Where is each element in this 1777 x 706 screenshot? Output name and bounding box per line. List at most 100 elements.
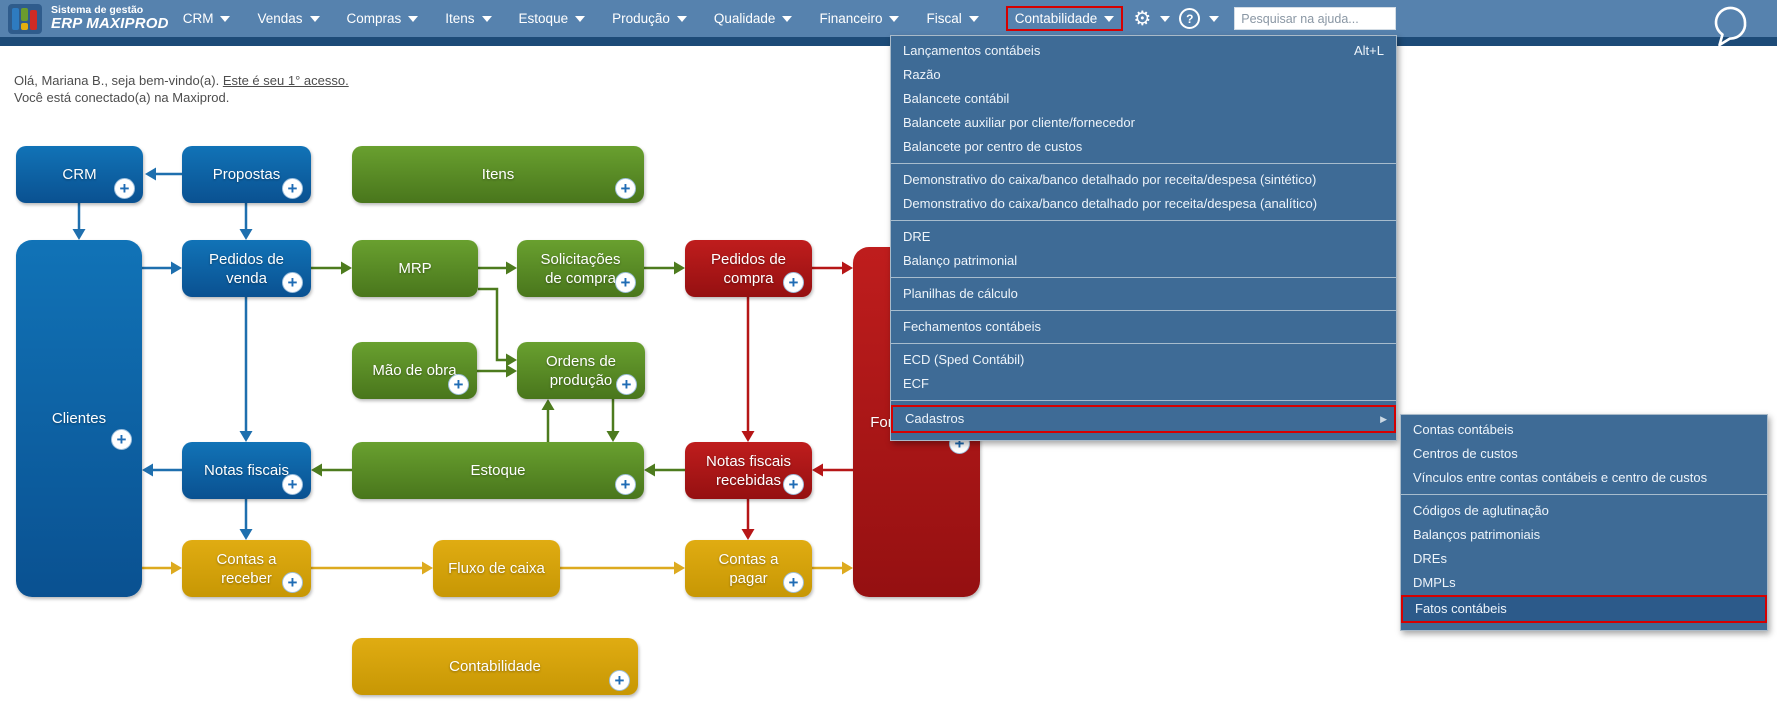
menu-item-balancete-auxiliar-por-cliente-fornecedor[interactable]: Balancete auxiliar por cliente/fornecedo… <box>891 111 1396 135</box>
flow-node-label: Mão de obra <box>372 362 457 379</box>
flow-node-contas-receber[interactable]: Contas a receber+ <box>182 540 311 597</box>
menu-item-label: DREs <box>1413 551 1447 566</box>
add-plus-icon[interactable]: + <box>615 474 636 495</box>
menu-label: Contabilidade <box>1014 11 1098 26</box>
first-access-link[interactable]: Este é seu 1° acesso. <box>222 73 349 88</box>
menu-item-label: Contas contábeis <box>1413 422 1514 437</box>
flow-node-label: Ordens de produção <box>545 352 617 389</box>
menu-group: Demonstrativo do caixa/banco detalhado p… <box>891 163 1396 220</box>
menu-item-cadastros[interactable]: Cadastros▶ <box>891 405 1396 433</box>
flow-node-label: Notas fiscais <box>203 462 290 479</box>
add-plus-icon[interactable]: + <box>282 474 303 495</box>
flow-node-notas-fiscais-recebidas[interactable]: Notas fiscais recebidas+ <box>685 442 812 499</box>
flow-node-propostas[interactable]: Propostas+ <box>182 146 311 203</box>
menu-item-centros-de-custos[interactable]: Centros de custos <box>1401 442 1767 466</box>
add-plus-icon[interactable]: + <box>609 670 630 691</box>
menu-contabilidade[interactable]: Contabilidade <box>1005 6 1124 31</box>
menu-item-balancete-por-centro-de-custos[interactable]: Balancete por centro de custos <box>891 135 1396 159</box>
flow-node-pedidos-venda[interactable]: Pedidos de venda+ <box>182 240 311 297</box>
menu-item-raz-o[interactable]: Razão <box>891 63 1396 87</box>
menu-fiscal[interactable]: Fiscal <box>926 11 979 26</box>
flow-node-label: Contas a pagar <box>718 550 779 587</box>
flow-node-pedidos-compra[interactable]: Pedidos de compra+ <box>685 240 812 297</box>
settings-chevron-down-icon[interactable] <box>1160 15 1171 22</box>
menu-produção[interactable]: Produção <box>612 11 687 26</box>
add-plus-icon[interactable]: + <box>615 272 636 293</box>
menu-group: ECD (Sped Contábil)ECF <box>891 343 1396 400</box>
flow-node-crm[interactable]: CRM+ <box>16 146 143 203</box>
add-plus-icon[interactable]: + <box>783 572 804 593</box>
flow-node-clientes[interactable]: Clientes+ <box>16 240 142 597</box>
logo-title: ERP MAXIPROD <box>51 15 169 33</box>
flow-node-fluxo-caixa[interactable]: Fluxo de caixa <box>433 540 560 597</box>
chevron-down-icon <box>782 15 793 22</box>
help-icon[interactable]: ? <box>1179 8 1201 29</box>
flow-node-ordens-producao[interactable]: Ordens de produção+ <box>517 342 645 399</box>
logo-icon <box>8 3 42 34</box>
add-plus-icon[interactable]: + <box>282 572 303 593</box>
menu-item-fechamentos-cont-beis[interactable]: Fechamentos contábeis <box>891 315 1396 339</box>
menu-item-balan-o-patrimonial[interactable]: Balanço patrimonial <box>891 249 1396 273</box>
menu-crm[interactable]: CRM <box>183 11 231 26</box>
flow-node-itens[interactable]: Itens+ <box>352 146 644 203</box>
flow-node-solicitacoes-compra[interactable]: Solicitações de compra+ <box>517 240 644 297</box>
add-plus-icon[interactable]: + <box>282 178 303 199</box>
menu-item-label: Demonstrativo do caixa/banco detalhado p… <box>903 172 1317 187</box>
add-plus-icon[interactable]: + <box>111 429 132 451</box>
help-search-input[interactable] <box>1234 7 1397 30</box>
flow-node-label: Clientes <box>51 410 107 427</box>
help-chevron-down-icon[interactable] <box>1209 15 1220 22</box>
menu-item-planilhas-de-c-lculo[interactable]: Planilhas de cálculo <box>891 282 1396 306</box>
menu-estoque[interactable]: Estoque <box>519 11 586 26</box>
menu-group: Cadastros▶ <box>891 400 1396 437</box>
menu-group: Fechamentos contábeis <box>891 310 1396 343</box>
menu-item-v-nculos-entre-contas-cont-beis-e-centro-de-custos[interactable]: Vínculos entre contas contábeis e centro… <box>1401 466 1767 490</box>
add-plus-icon[interactable]: + <box>282 272 303 293</box>
menu-item-dmpls[interactable]: DMPLs <box>1401 571 1767 595</box>
menu-item-label: Vínculos entre contas contábeis e centro… <box>1413 470 1708 485</box>
add-plus-icon[interactable]: + <box>615 178 636 199</box>
menu-item-dre[interactable]: DRE <box>891 225 1396 249</box>
menu-item-ecd-sped-cont-bil[interactable]: ECD (Sped Contábil) <box>891 348 1396 372</box>
flow-node-mao-de-obra[interactable]: Mão de obra+ <box>352 342 477 399</box>
chevron-down-icon <box>676 15 687 22</box>
chat-bubble-icon[interactable] <box>1709 5 1753 52</box>
menu-item-dres[interactable]: DREs <box>1401 547 1767 571</box>
menu-item-balancete-cont-bil[interactable]: Balancete contábil <box>891 87 1396 111</box>
menu-item-label: Fatos contábeis <box>1415 601 1507 616</box>
flow-node-contas-pagar[interactable]: Contas a pagar+ <box>685 540 812 597</box>
add-plus-icon[interactable]: + <box>783 474 804 495</box>
menu-qualidade[interactable]: Qualidade <box>714 11 793 26</box>
menu-compras[interactable]: Compras <box>347 11 419 26</box>
menu-item-demonstrativo-do-caixa-banco-detalhado-por-receita-despesa-sint-tico[interactable]: Demonstrativo do caixa/banco detalhado p… <box>891 168 1396 192</box>
menu-vendas[interactable]: Vendas <box>257 11 320 26</box>
add-plus-icon[interactable]: + <box>616 374 637 395</box>
menu-item-label: Demonstrativo do caixa/banco detalhado p… <box>903 196 1318 211</box>
menu-item-label: Centros de custos <box>1413 446 1518 461</box>
menu-item-fatos-cont-beis[interactable]: Fatos contábeis <box>1401 595 1767 623</box>
menu-item-c-digos-de-aglutina-o[interactable]: Códigos de aglutinação <box>1401 499 1767 523</box>
menu-item-balan-os-patrimoniais[interactable]: Balanços patrimoniais <box>1401 523 1767 547</box>
settings-gear-icon[interactable]: ⚙ <box>1133 7 1152 30</box>
add-plus-icon[interactable]: + <box>783 272 804 293</box>
flow-node-estoque[interactable]: Estoque+ <box>352 442 644 499</box>
add-plus-icon[interactable]: + <box>114 178 135 199</box>
menu-item-ecf[interactable]: ECF <box>891 372 1396 396</box>
add-plus-icon[interactable]: + <box>448 374 469 395</box>
greeting-text: Olá, Mariana B., seja bem-vindo(a). <box>14 73 223 88</box>
menu-item-demonstrativo-do-caixa-banco-detalhado-por-receita-despesa-anal-tico[interactable]: Demonstrativo do caixa/banco detalhado p… <box>891 192 1396 216</box>
flow-node-contabilidade[interactable]: Contabilidade+ <box>352 638 638 695</box>
flow-node-mrp[interactable]: MRP <box>352 240 478 297</box>
menu-item-contas-cont-beis[interactable]: Contas contábeis <box>1401 418 1767 442</box>
menu-itens[interactable]: Itens <box>445 11 492 26</box>
flow-node-notas-fiscais[interactable]: Notas fiscais+ <box>182 442 311 499</box>
menu-label: Vendas <box>257 11 303 26</box>
app-logo[interactable]: Sistema de gestão ERP MAXIPROD <box>8 3 169 34</box>
menu-financeiro[interactable]: Financeiro <box>819 11 900 26</box>
menu-item-label: Fechamentos contábeis <box>903 319 1042 334</box>
